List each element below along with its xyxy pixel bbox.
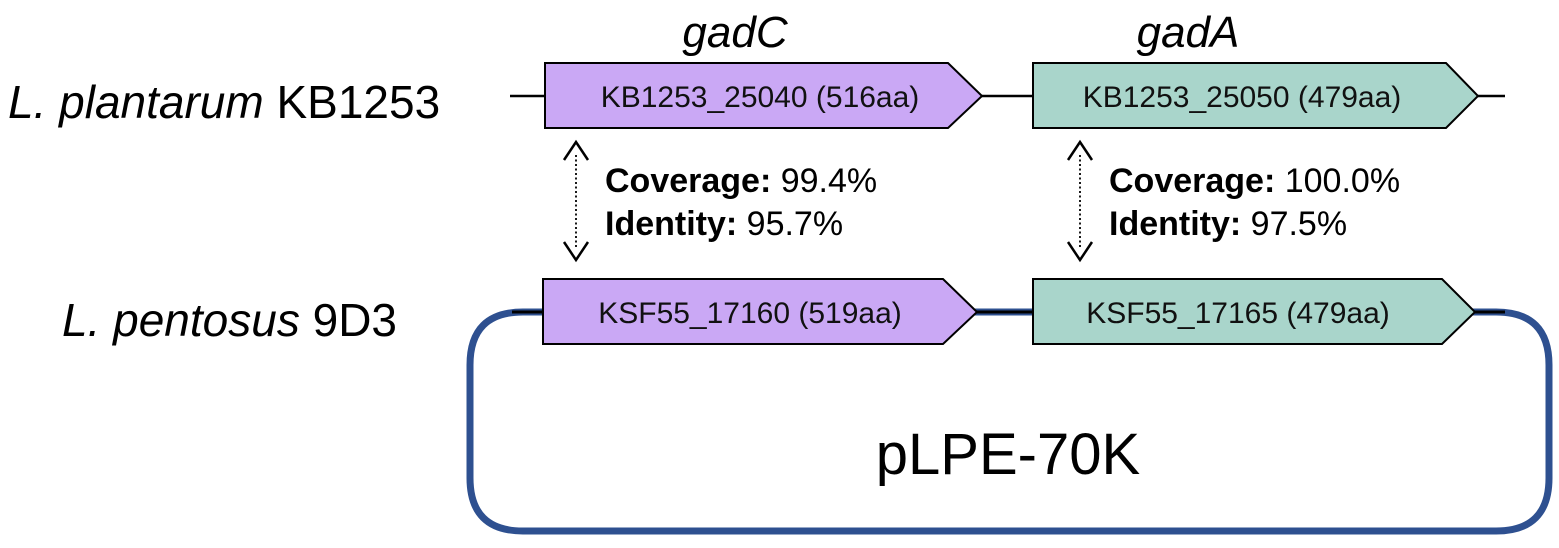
plasmid-loop	[466, 308, 1553, 535]
pentosus-strain: 9D3	[313, 294, 397, 346]
plantarum-gadA-arrow	[1032, 62, 1480, 129]
gadC-down-arrowhead	[562, 241, 590, 263]
plasmid-name: pLPE-70K	[876, 422, 1141, 487]
gadC-identity-label: Identity:	[605, 205, 737, 243]
gadA-coverage-value: 100.0%	[1285, 162, 1400, 200]
gadA-gene-name: gadA	[1137, 8, 1240, 57]
gadC-coverage-value: 99.4%	[781, 162, 877, 200]
pentosus-strain-spacer	[300, 294, 313, 346]
gadA-identity-value: 97.5%	[1251, 205, 1347, 243]
plantarum-strain-spacer	[264, 76, 277, 128]
gadC-coverage-label: Coverage:	[605, 162, 771, 200]
pentosus-gadA-arrow	[1032, 278, 1477, 345]
plantarum-gadC-arrow	[544, 62, 984, 129]
gadC-identity-spacer	[737, 205, 746, 243]
gadC-coverage-spacer	[771, 162, 780, 200]
gadC-identity-line: Identity: 95.7%	[605, 205, 843, 243]
gadA-identity-label: Identity:	[1109, 205, 1241, 243]
pentosus-gadC-arrow	[542, 278, 979, 345]
pentosus-gadA-locus: KSF55_17165 (479aa)	[1086, 297, 1390, 330]
pentosus-species-label: L. pentosus 9D3	[62, 294, 397, 346]
gadC-identity-value: 95.7%	[747, 205, 843, 243]
gadC-gene-name: gadC	[682, 8, 788, 57]
gadA-identity-spacer	[1241, 205, 1250, 243]
gadA-identity-line: Identity: 97.5%	[1109, 205, 1347, 243]
pentosus-gadC-locus: KSF55_17160 (519aa)	[598, 297, 902, 330]
plantarum-genus-species: L. plantarum	[8, 76, 264, 128]
plantarum-species-label: L. plantarum KB1253	[8, 76, 440, 128]
gadC-coverage-line: Coverage: 99.4%	[605, 162, 877, 200]
gadA-up-arrowhead	[1066, 139, 1094, 161]
pentosus-genus-species: L. pentosus	[62, 294, 300, 346]
gadA-down-arrowhead	[1066, 241, 1094, 263]
gadA-coverage-label: Coverage:	[1109, 162, 1275, 200]
plantarum-strain: KB1253	[276, 76, 440, 128]
gadA-coverage-spacer	[1275, 162, 1284, 200]
gadA-coverage-line: Coverage: 100.0%	[1109, 162, 1400, 200]
gadC-up-arrowhead	[562, 139, 590, 161]
plantarum-gadA-locus: KB1253_25050 (479aa)	[1083, 81, 1402, 114]
plantarum-gadC-locus: KB1253_25040 (516aa)	[601, 81, 920, 114]
